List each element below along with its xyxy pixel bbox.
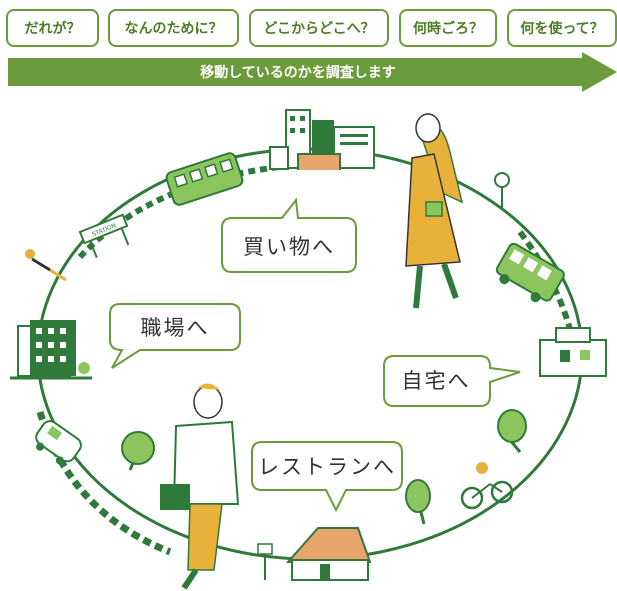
restaurant-building-icon [257, 527, 372, 581]
bus-icon [495, 242, 565, 303]
bubble-work-text: 職場へ [141, 316, 210, 340]
railway-track [77, 164, 281, 260]
tree-icon [405, 479, 431, 525]
office-building-icon [10, 320, 92, 380]
station-sign-icon: STATION [78, 213, 130, 258]
man-walking-figure [160, 383, 240, 590]
question-tabs: だれが？ なんのために？ どこからどこへ？ 何時ごろ？ 何を使って？ [0, 9, 617, 49]
train-icon [165, 152, 244, 206]
woman-shopper-figure [405, 113, 464, 309]
road-track [36, 410, 172, 556]
bus-stop-icon [494, 172, 510, 210]
tree-icon [497, 409, 527, 453]
tab-why[interactable]: なんのために？ [108, 9, 239, 47]
bubble-work: 職場へ [109, 303, 241, 369]
bubble-restaurant-text: レストランへ [258, 455, 396, 479]
tree-icon [121, 431, 155, 471]
tab-how[interactable]: 何を使って？ [507, 9, 617, 47]
car-icon [35, 420, 82, 465]
travel-loop-illustration: STATION [10, 109, 607, 590]
house-icon [539, 327, 607, 377]
city-buildings-icon [269, 109, 375, 170]
bubble-home-text: 自宅へ [402, 369, 471, 393]
tab-who[interactable]: だれが？ [6, 9, 99, 47]
bubble-home: 自宅へ [383, 355, 521, 407]
bubble-shopping-text: 買い物へ [243, 235, 335, 259]
tab-where[interactable]: どこからどこへ？ [249, 9, 389, 47]
survey-banner: 移動しているのかを調査します [8, 52, 617, 92]
bubble-restaurant: レストランへ [251, 441, 403, 513]
banner-arrow-shape [8, 52, 617, 92]
bubble-shopping: 買い物へ [221, 197, 357, 273]
tab-when[interactable]: 何時ごろ？ [399, 9, 497, 47]
cyclist-icon [460, 462, 514, 510]
banner-label: 移動しているのかを調査します [200, 65, 396, 81]
running-person-icon [25, 249, 67, 282]
